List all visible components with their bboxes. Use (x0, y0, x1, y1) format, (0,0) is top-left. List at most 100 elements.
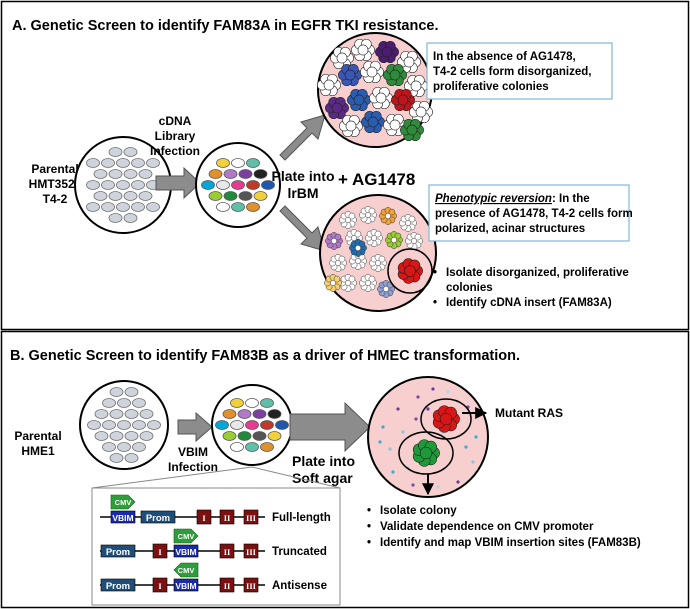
panel-a-parental-label: Parental HMT3522 T4-2 (29, 162, 82, 206)
panel-b-frame (0, 330, 690, 609)
cell (230, 442, 244, 452)
cell (238, 169, 253, 179)
svg-text:Infection: Infection (150, 144, 200, 158)
exon-box (243, 577, 259, 593)
cell (237, 431, 252, 441)
cell (216, 158, 230, 168)
cell (109, 409, 124, 419)
panel-a-bullets: • Isolate disorganized, proliferative co… (433, 267, 629, 309)
exon-label: II (224, 513, 231, 523)
panel-a-title: A. Genetic Screen to identify FAM83A in … (12, 18, 439, 34)
vbim-box (173, 544, 199, 558)
cell (123, 147, 138, 157)
colony (369, 86, 393, 110)
cell (238, 191, 253, 201)
svg-text:•: • (367, 537, 371, 549)
svg-text:Infection: Infection (168, 460, 218, 474)
cell (146, 202, 160, 212)
colony (360, 60, 384, 84)
vbim-box-label: VBIM (175, 581, 196, 591)
svg-text:T4-2 cells form disorganized,: T4-2 cells form disorganized, (433, 66, 591, 78)
colony (317, 73, 341, 97)
svg-text:proliferative colonies: proliferative colonies (433, 81, 549, 93)
cell (86, 180, 100, 190)
colony (412, 439, 440, 467)
cell (124, 453, 139, 463)
svg-text:Parental: Parental (14, 429, 61, 443)
svg-text:cDNA: cDNA (159, 114, 192, 128)
colony (375, 40, 399, 64)
cell (230, 398, 244, 408)
cell (93, 191, 108, 201)
colony (400, 118, 424, 142)
acinus (359, 206, 377, 224)
svg-text:•: • (433, 297, 437, 309)
single-cell (431, 387, 435, 391)
cell (108, 169, 123, 179)
cell (139, 431, 154, 441)
cell (253, 191, 268, 201)
colony (347, 88, 371, 112)
vbim-box (110, 510, 136, 524)
cell (123, 169, 138, 179)
colony (397, 258, 423, 284)
exon-label: II (224, 547, 231, 557)
single-cell (426, 407, 430, 411)
cmv-promoter-tag (173, 528, 199, 544)
colony (383, 63, 407, 87)
colony (325, 96, 349, 120)
cell (245, 442, 259, 452)
single-cell (401, 430, 405, 434)
svg-text:HMT3522: HMT3522 (29, 177, 82, 191)
cell (231, 202, 245, 212)
svg-text:Soft agar: Soft agar (292, 470, 353, 486)
vbim-box-label: VBIM (112, 513, 133, 523)
cell (261, 180, 275, 190)
panel-b-bullets: • Isolate colony • Validate dependence o… (367, 505, 641, 549)
single-cell (436, 485, 440, 489)
panel-a-plate-label: Plate into lrBM (271, 168, 334, 201)
exon-box (219, 509, 235, 525)
cell (253, 169, 268, 179)
svg-text:T4-2: T4-2 (43, 192, 68, 206)
colony (409, 100, 433, 124)
cell (230, 420, 244, 430)
gray-arrow-a1 (155, 166, 201, 200)
acinus (369, 254, 387, 272)
promoter-box (140, 510, 176, 524)
cell (245, 398, 259, 408)
cell (246, 180, 260, 190)
highlight-circle (398, 431, 454, 475)
cell (124, 431, 139, 441)
promoter-box-label: Prom (106, 547, 130, 558)
exon-label: II (224, 581, 231, 591)
cell (267, 431, 282, 441)
cell (117, 442, 131, 452)
cell (223, 191, 238, 201)
cell (87, 420, 101, 430)
construct-label: Antisense (272, 580, 327, 592)
panel-b-parental-label: Parental HME1 (14, 429, 61, 458)
cmv-label: CMV (115, 498, 132, 507)
cell (222, 431, 237, 441)
svg-text:HME1: HME1 (21, 444, 55, 458)
single-cell (456, 480, 460, 484)
cell (208, 191, 223, 201)
exon-box (243, 509, 259, 525)
cell (102, 398, 116, 408)
cell (123, 213, 138, 223)
panel-a-infection-label: cDNA Library Infection (150, 114, 200, 158)
cell (117, 420, 131, 430)
colony (338, 63, 362, 87)
cell (260, 442, 274, 452)
infected-dish-b (211, 384, 293, 466)
colony (339, 114, 363, 138)
cell (223, 169, 238, 179)
cell (132, 398, 146, 408)
colony (351, 38, 375, 62)
exon-label: I (202, 513, 206, 523)
acinus (379, 207, 397, 225)
cell (215, 420, 229, 430)
